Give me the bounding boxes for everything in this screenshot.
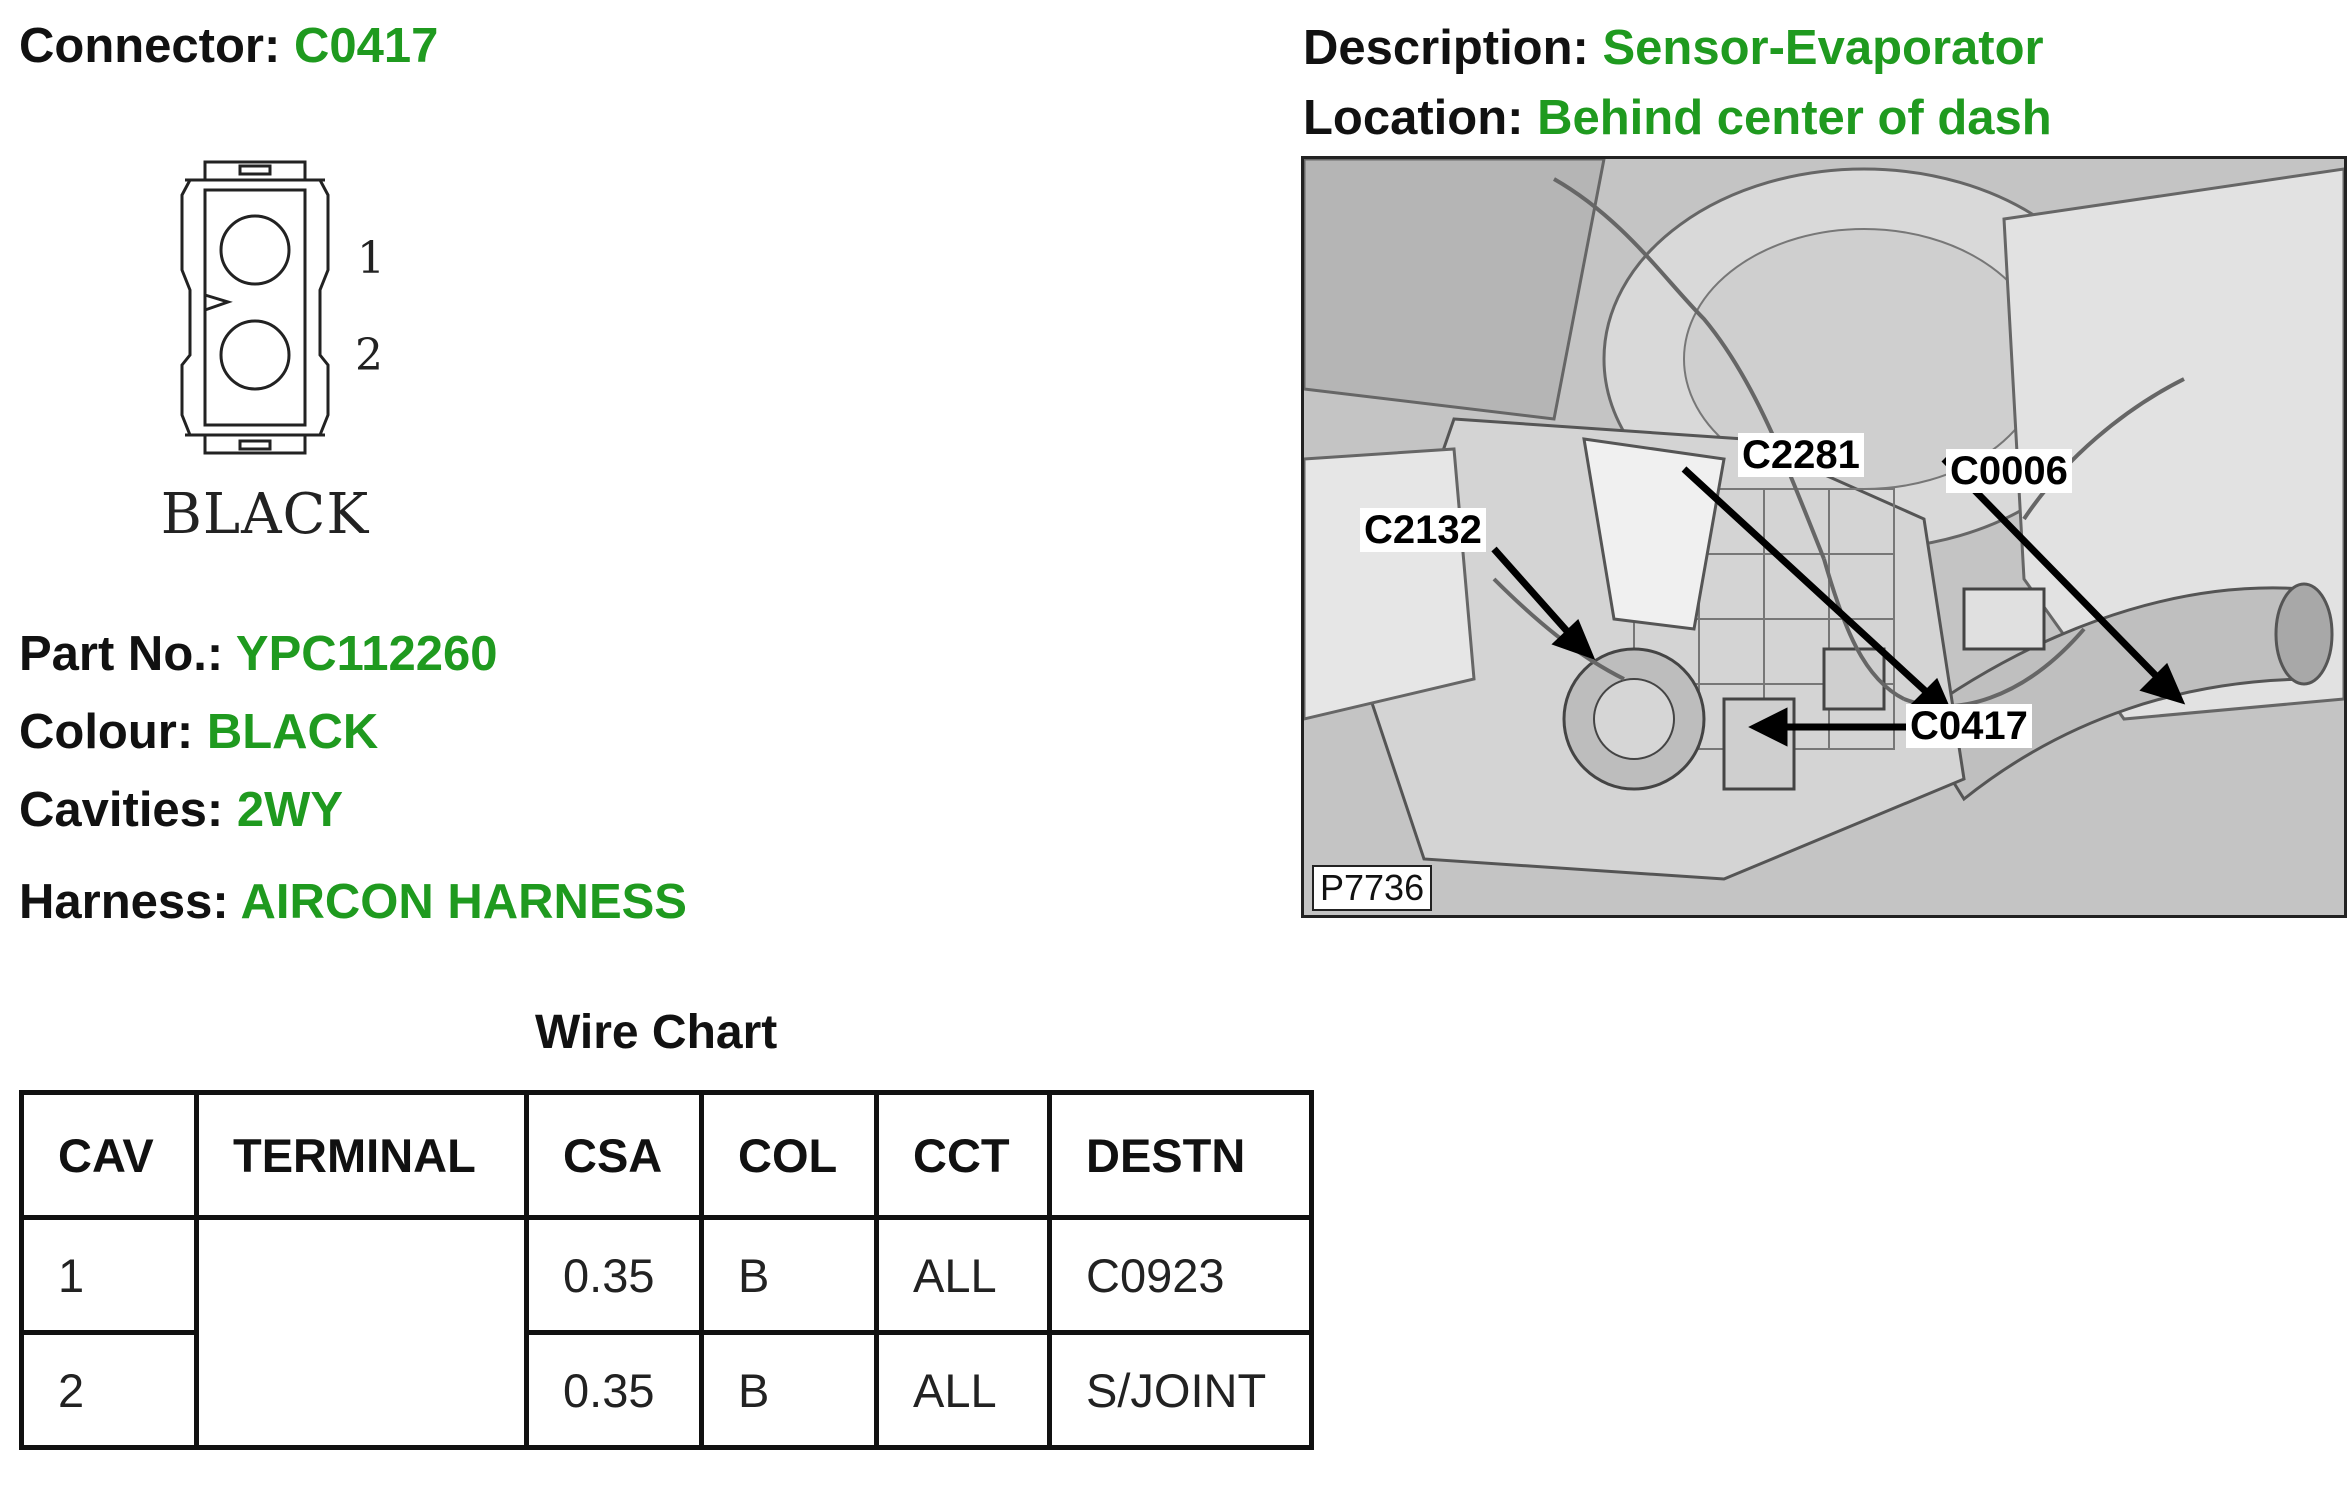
description-value: Sensor-Evaporator	[1602, 21, 2044, 75]
location-field: Location: Behind center of dash	[1303, 94, 2052, 143]
cell-csa: 0.35	[524, 1330, 704, 1450]
harness-label: Harness:	[19, 875, 229, 929]
harness-value: AIRCON HARNESS	[240, 875, 687, 929]
part-no-field: Part No.: YPC112260	[19, 630, 497, 679]
cell-col: B	[699, 1215, 879, 1335]
connector-value: C0417	[293, 19, 439, 73]
harness-field: Harness: AIRCON HARNESS	[19, 878, 687, 927]
wire-chart-title: Wire Chart	[535, 1006, 778, 1059]
callout-c2281: C2281	[1738, 433, 1864, 477]
location-label: Location:	[1303, 91, 1524, 145]
header-terminal: TERMINAL	[194, 1090, 529, 1220]
colour-label: Colour:	[19, 705, 194, 759]
colour-field: Colour: BLACK	[19, 708, 378, 757]
cell-destn: C0923	[1047, 1215, 1314, 1335]
header-destn: DESTN	[1047, 1090, 1314, 1220]
cavities-label: Cavities:	[19, 783, 224, 837]
header-cct: CCT	[874, 1090, 1052, 1220]
cell-cav: 2	[19, 1330, 199, 1450]
callout-c0417: C0417	[1906, 704, 2032, 748]
table-header-row: CAV TERMINAL CSA COL CCT DESTN	[19, 1090, 1314, 1220]
cell-cav: 1	[19, 1215, 199, 1335]
connector-label: Connector:	[19, 19, 281, 73]
colour-value: BLACK	[206, 705, 379, 759]
description-label: Description:	[1303, 21, 1589, 75]
cavity-number-1: 1	[357, 233, 385, 284]
cell-terminal	[194, 1215, 529, 1450]
cell-col: B	[699, 1330, 879, 1450]
table-row: 2 0.35 B ALL S/JOINT	[19, 1330, 1314, 1450]
header-csa: CSA	[524, 1090, 704, 1220]
part-no-value: YPC112260	[235, 627, 498, 681]
callout-c2132: C2132	[1360, 508, 1486, 552]
table-row: 1 0.35 B ALL C0923	[19, 1215, 1314, 1450]
header-col: COL	[699, 1090, 879, 1220]
location-value: Behind center of dash	[1537, 91, 2052, 145]
description-field: Description: Sensor-Evaporator	[1303, 24, 2044, 73]
cell-cct: ALL	[874, 1330, 1052, 1450]
cavities-value: 2WY	[236, 783, 344, 837]
location-photo: C2281 C0006 C2132 C0417 P7736	[1301, 156, 2347, 918]
cell-csa: 0.35	[524, 1215, 704, 1335]
photo-id-label: P7736	[1312, 865, 1433, 911]
connector-face-diagram	[150, 150, 450, 550]
cell-cct: ALL	[874, 1215, 1052, 1335]
cavity-number-2: 2	[355, 330, 383, 381]
cell-destn: S/JOINT	[1047, 1330, 1314, 1450]
wire-chart-table: CAV TERMINAL CSA COL CCT DESTN 1 0.35 B …	[19, 1090, 1314, 1450]
header-cav: CAV	[19, 1090, 199, 1220]
connector-field: Connector: C0417	[19, 22, 438, 71]
part-no-label: Part No.:	[19, 627, 224, 681]
diagram-color-label: BLACK	[160, 482, 370, 547]
callout-c0006: C0006	[1946, 449, 2072, 493]
connector-outline-icon	[180, 160, 330, 455]
cavities-field: Cavities: 2WY	[19, 786, 343, 835]
